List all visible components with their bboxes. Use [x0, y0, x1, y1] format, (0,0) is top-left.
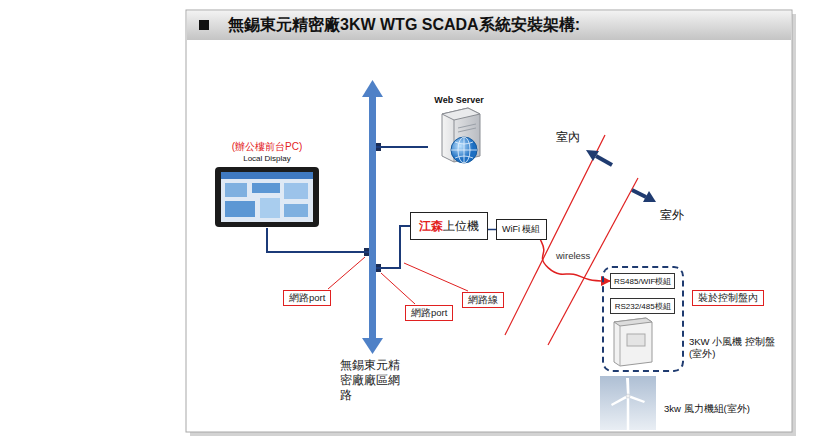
server-icon: [428, 106, 490, 166]
node-text: 上位機: [443, 219, 479, 234]
outdoor-arrow: [632, 190, 646, 197]
node-text: RS485/WIF模組: [614, 276, 671, 287]
leader-line: [404, 263, 468, 291]
title-bullet: [199, 20, 209, 30]
outdoor-boundary: [548, 178, 638, 345]
part-label: 3kw 風力機組(室外): [664, 403, 750, 416]
leader-line: [328, 257, 365, 289]
network-cable: [376, 146, 428, 148]
control-panel-group: 3KW 小風機 控制盤 (室外)RS485/WIF模組RS232/485模組: [602, 266, 684, 372]
callout-box: 網路port: [283, 290, 331, 306]
control-cabinet: [614, 318, 652, 366]
callout-box: 網路線: [462, 292, 504, 308]
zone-label: 室內: [556, 129, 580, 146]
leader-line: [381, 273, 415, 304]
node-text: 江森: [419, 219, 443, 234]
node-text: RS232/485模組: [615, 301, 671, 312]
node-text: Web Server: [434, 94, 483, 106]
node-text: (辦公樓前台PC): [232, 140, 303, 153]
node-text: 裝於控制盤內: [698, 292, 758, 305]
callout-box: 網路port: [405, 305, 453, 321]
outdoor-arrow: [643, 191, 656, 202]
wifi-box: WiFi 模組: [496, 219, 547, 240]
node-text: 3KW 小風機 控制盤 (室外): [689, 336, 779, 360]
edge-label: wireless: [555, 250, 591, 261]
network-cable: [376, 226, 410, 268]
pc-icon: [214, 166, 320, 228]
node-text: Local Display: [243, 153, 291, 164]
zone-label: 室外: [660, 207, 684, 224]
slide-frame: [186, 10, 792, 432]
indoor-arrow: [596, 156, 612, 165]
wireless-link: [541, 240, 611, 281]
node-text: 網路線: [468, 294, 498, 307]
bus-arrowhead: [362, 338, 383, 354]
serial-link: [488, 229, 496, 231]
network-bus: 無錫東元精密廠廠區網路: [369, 95, 376, 340]
title-bar: [187, 11, 791, 40]
module-box: RS485/WIF模組: [610, 273, 675, 289]
callout-box: 裝於控制盤內: [692, 290, 764, 306]
host-box: 江森上位機: [410, 212, 488, 240]
node-text: WiFi 模組: [502, 223, 541, 236]
display-node: (辦公樓前台PC)Local Display: [214, 140, 320, 228]
module-box: RS232/485模組: [610, 298, 675, 314]
node-text: 無錫東元精密廠廠區網路: [340, 358, 401, 403]
web-server-node: Web Server: [428, 94, 490, 166]
wind-turbine: [600, 376, 656, 430]
indoor-arrow: [586, 150, 599, 161]
network-cable: [267, 228, 369, 252]
slide-title: 無錫東元精密廠3KW WTG SCADA系統安裝架構:: [228, 15, 580, 36]
node-text: 網路port: [411, 307, 447, 320]
node-text: 網路port: [289, 292, 325, 305]
